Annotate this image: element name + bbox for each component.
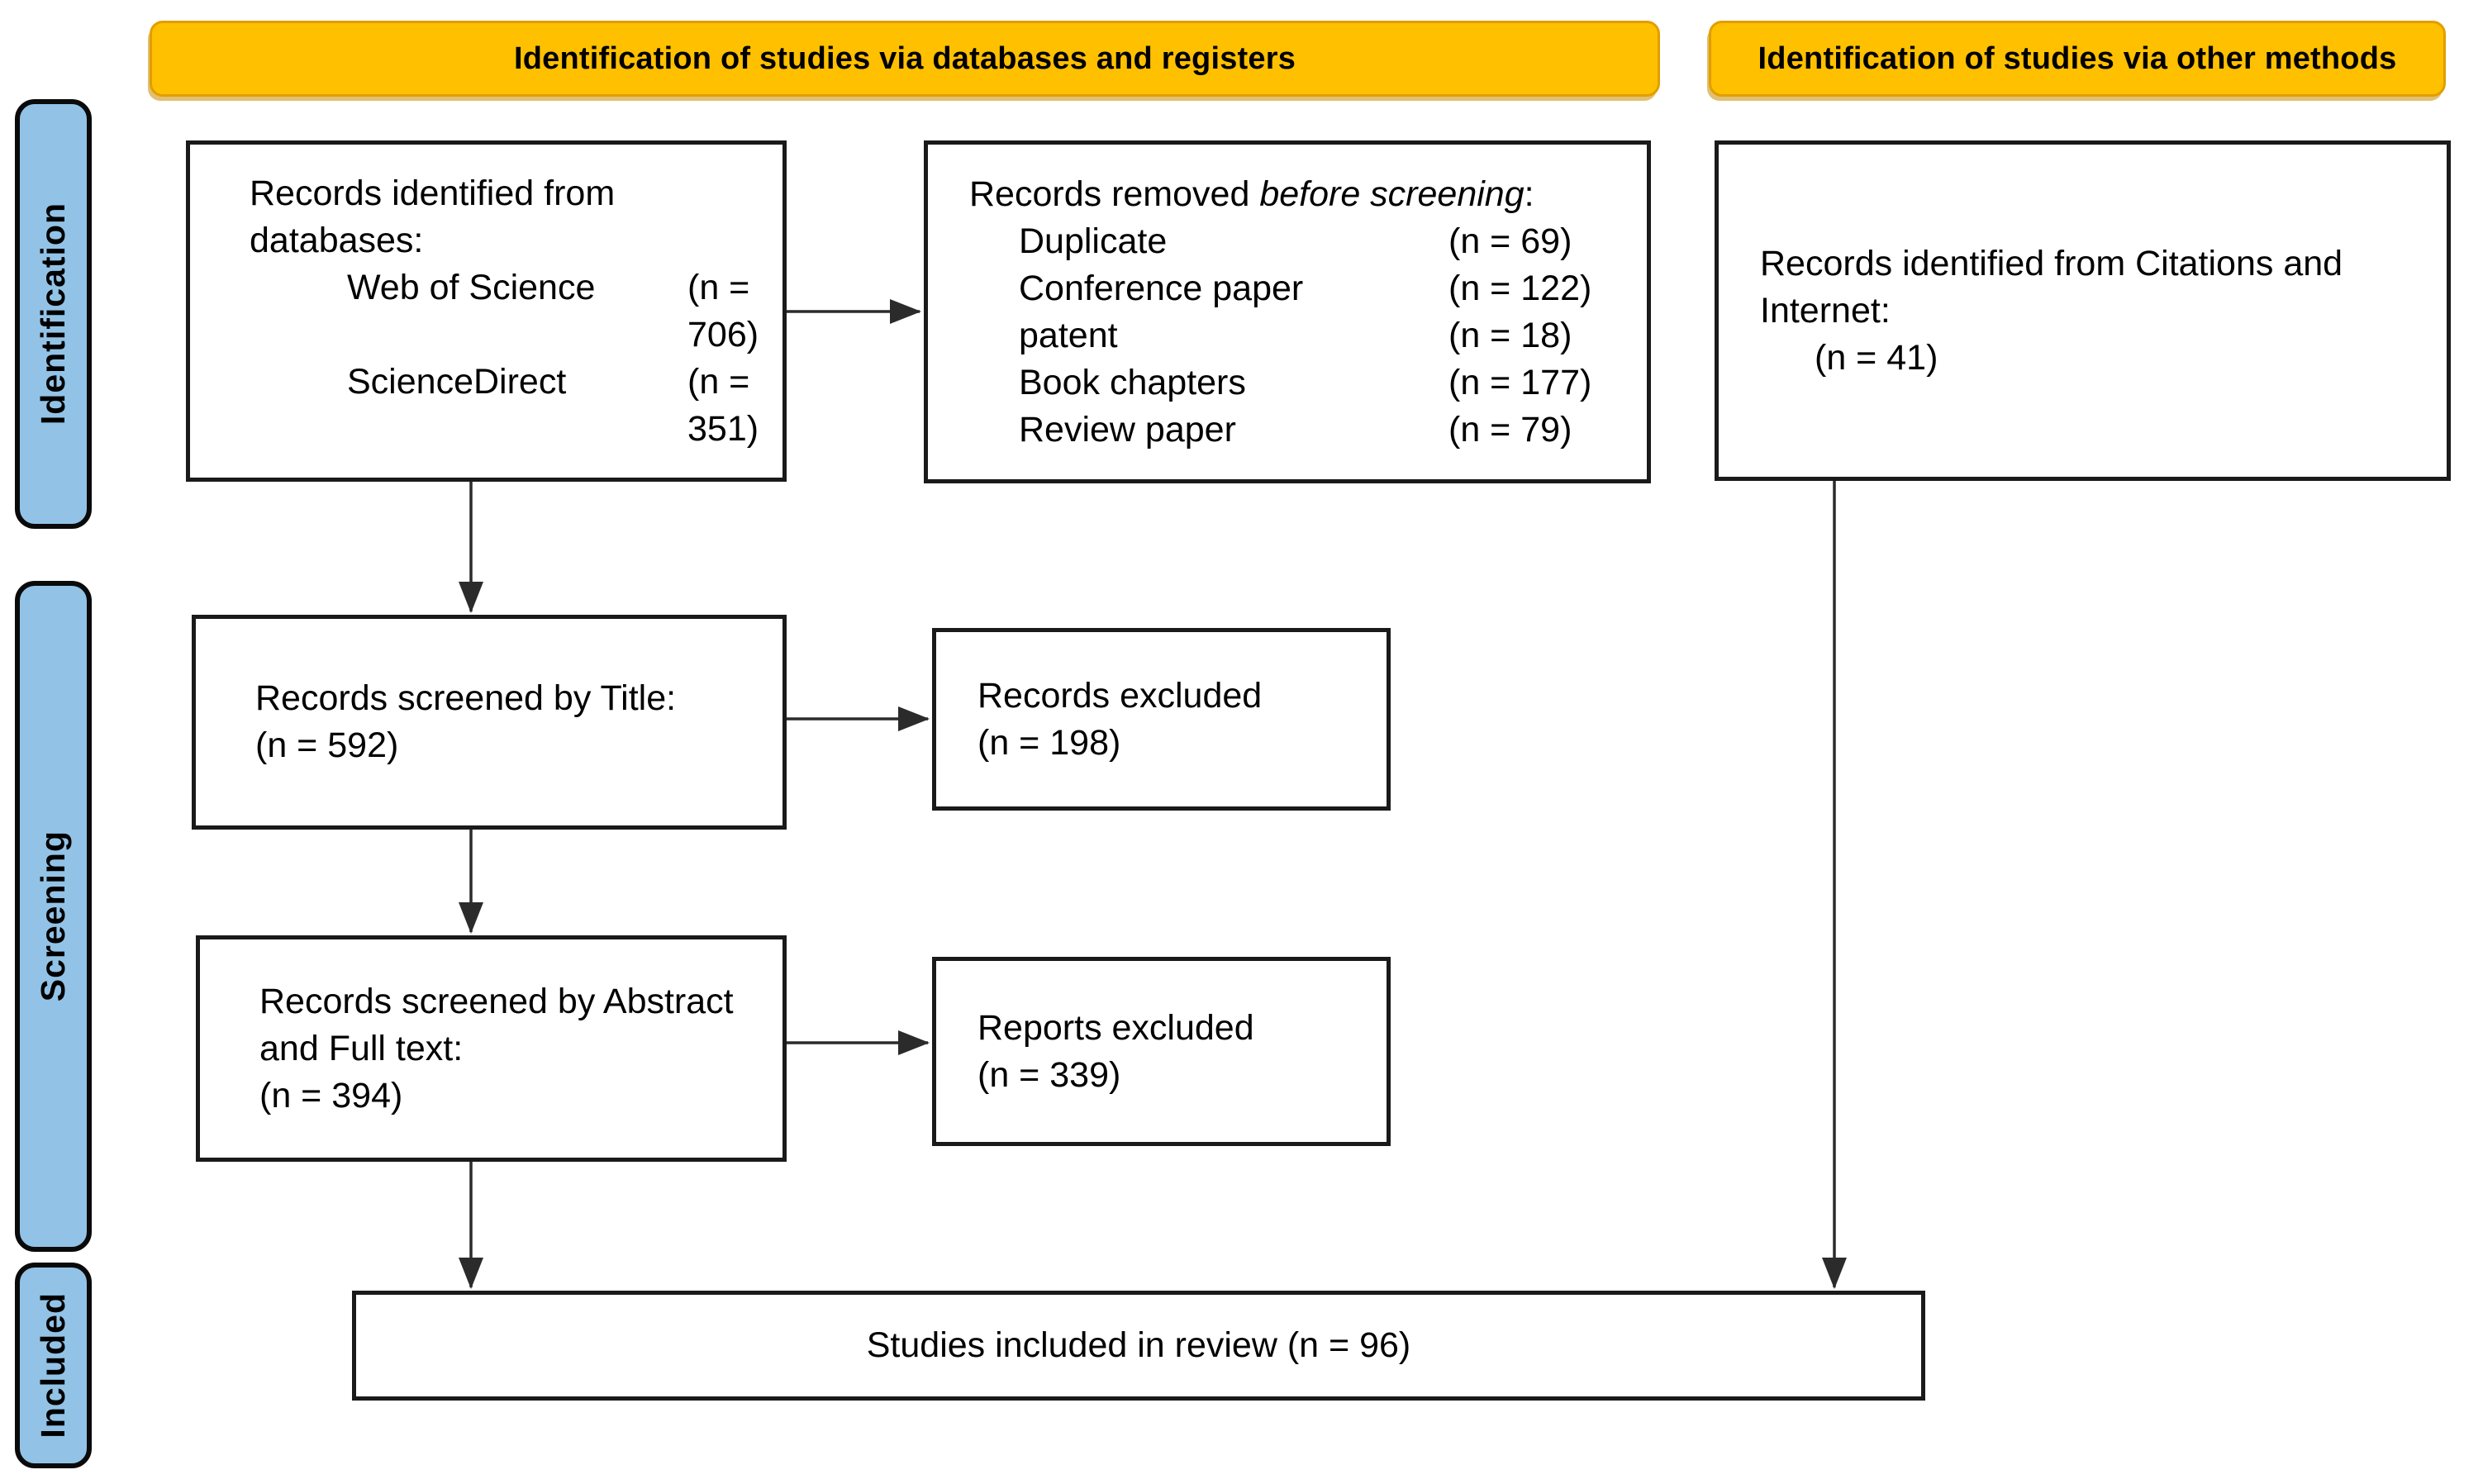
text-line: Records identified from Citations and — [1760, 243, 2343, 283]
text-line: (n = 592) — [255, 725, 399, 765]
banner-other-methods-label: Identification of studies via other meth… — [1758, 40, 2397, 76]
reason-count: (n = 177) — [1448, 362, 1592, 402]
removed-title-prefix: Records removed — [969, 174, 1260, 214]
stage-included: Included — [15, 1263, 92, 1468]
box-reports-excluded: Reports excluded (n = 339) — [932, 957, 1391, 1146]
reason-label: Review paper — [1019, 409, 1236, 449]
text-line: Records identified from — [250, 173, 616, 213]
stage-screening-label: Screening — [34, 830, 72, 1002]
database-row: ScienceDirect (n = 351) — [250, 359, 766, 453]
removed-reason-row: Conference paper (n = 122) — [969, 265, 1624, 312]
removed-title-italic: before screening — [1259, 174, 1525, 214]
database-name: Web of Science — [347, 267, 596, 307]
box-records-excluded: Records excluded (n = 198) — [932, 628, 1391, 811]
text-line: Internet: — [1760, 290, 1891, 331]
text-line: (n = 41) — [1815, 337, 1938, 378]
stage-screening: Screening — [15, 581, 92, 1252]
database-name: ScienceDirect — [347, 361, 567, 402]
box-studies-included: Studies included in review (n = 96) — [352, 1291, 1925, 1401]
banner-other-methods: Identification of studies via other meth… — [1709, 21, 2446, 97]
text-line: Records removed before screening: — [969, 171, 1624, 218]
text-line: (n = 394) — [259, 1075, 403, 1115]
text-line: and Full text: — [259, 1028, 464, 1068]
stage-identification: Identification — [15, 99, 92, 529]
reason-label: Book chapters — [1019, 362, 1246, 402]
database-count: (n = 706) — [687, 267, 759, 354]
box-records-identified-other: Records identified from Citations and In… — [1715, 140, 2451, 481]
reason-label: Duplicate — [1019, 221, 1168, 261]
text-line: Records excluded — [978, 675, 1263, 716]
database-count: (n = 351) — [687, 361, 759, 449]
box-records-identified-databases: Records identified from databases: Web o… — [186, 140, 787, 482]
removed-reason-row: Book chapters (n = 177) — [969, 359, 1624, 407]
text-line: Records screened by Abstract — [259, 981, 734, 1021]
removed-reason-row: patent (n = 18) — [969, 312, 1624, 359]
reason-label: Conference paper — [1019, 268, 1304, 308]
reason-count: (n = 69) — [1448, 221, 1572, 261]
included-text: Studies included in review (n = 96) — [866, 1325, 1411, 1365]
removed-title-suffix: : — [1524, 174, 1534, 214]
stage-included-label: Included — [34, 1292, 72, 1439]
text-line: databases: — [250, 220, 424, 260]
box-records-screened-title: Records screened by Title: (n = 592) — [192, 615, 787, 830]
text-line: Reports excluded — [978, 1007, 1254, 1048]
text-line: (n = 339) — [978, 1054, 1121, 1095]
box-records-removed: Records removed before screening: Duplic… — [924, 140, 1651, 483]
reason-count: (n = 122) — [1448, 268, 1592, 308]
database-row: Web of Science (n = 706) — [250, 264, 766, 359]
reason-count: (n = 79) — [1448, 409, 1572, 449]
text-line: Records screened by Title: — [255, 678, 677, 718]
banner-databases-label: Identification of studies via databases … — [513, 40, 1296, 76]
removed-reason-row: Duplicate (n = 69) — [969, 218, 1624, 265]
text-line: (n = 198) — [978, 722, 1121, 763]
banner-databases-registers: Identification of studies via databases … — [150, 21, 1660, 97]
stage-identification-label: Identification — [34, 202, 72, 426]
box-records-screened-abstract: Records screened by Abstract and Full te… — [196, 935, 787, 1162]
reason-label: patent — [1019, 315, 1118, 355]
removed-reason-row: Review paper (n = 79) — [969, 407, 1624, 454]
reason-count: (n = 18) — [1448, 315, 1572, 355]
